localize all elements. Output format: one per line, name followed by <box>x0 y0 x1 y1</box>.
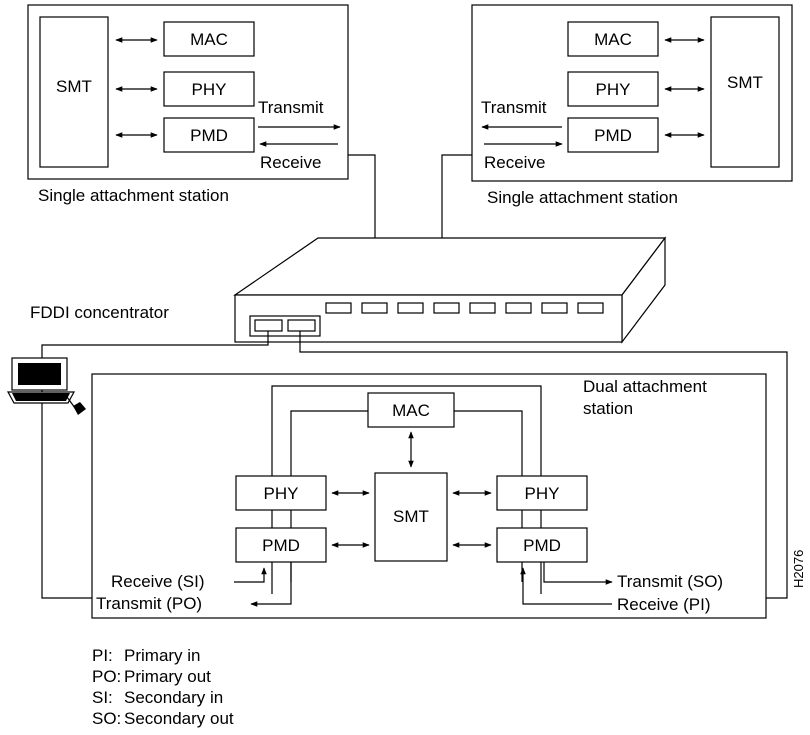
das-phy-right-box <box>496 475 588 511</box>
legend-abbr-pi: PI: <box>92 646 113 665</box>
sas-right-caption: Single attachment station <box>487 188 678 207</box>
legend-abbr-po: PO: <box>92 667 121 686</box>
das-title-line2: station <box>583 399 633 418</box>
concentrator-dual-port-a <box>254 319 283 332</box>
das-receive-si-label: Receive (SI) <box>111 572 205 591</box>
concentrator-port-4 <box>433 302 460 314</box>
sas-right-smt-box <box>710 16 780 168</box>
das-transmit-po-label: Transmit (PO) <box>96 594 202 613</box>
sas-right-mac-box <box>567 21 659 57</box>
sas-left-receive-label: Receive <box>260 153 321 172</box>
das-pmd-right-box <box>496 527 588 563</box>
das-phy-right-label: PHY <box>525 484 560 503</box>
workstation-screen-icon <box>18 363 61 385</box>
sas-left-smt-box <box>39 16 109 168</box>
das-smt-box <box>374 472 448 562</box>
sas-right-phy-label: PHY <box>596 80 631 99</box>
das-transmit-po-arrow <box>250 562 292 607</box>
sas-left-pmd-label: PMD <box>190 126 228 145</box>
sas-left-mac-label: MAC <box>190 30 228 49</box>
sas-left-phy-label: PHY <box>192 80 227 99</box>
das-smt-label: SMT <box>393 507 429 526</box>
das-phy-left-label: PHY <box>264 484 299 503</box>
figure-id: H2076 <box>791 550 806 588</box>
das-receive-si-arrow <box>234 567 267 583</box>
sas-left-phy-box <box>163 71 255 107</box>
sas-left-mac-box <box>163 21 255 57</box>
legend-abbr-so: SO: <box>92 709 121 728</box>
sas-left-pmd-box <box>163 117 255 153</box>
das-title-line1: Dual attachment <box>583 377 707 396</box>
concentrator-port-7 <box>541 302 568 314</box>
sas-right-transmit-label: Transmit <box>481 98 547 117</box>
concentrator-port-6 <box>505 302 532 314</box>
das-mac-label: MAC <box>392 401 430 420</box>
fddi-concentrator <box>233 236 667 344</box>
legend-abbr-si: SI: <box>92 688 113 707</box>
legend: PI: Primary in PO: Primary out SI: Secon… <box>92 646 234 728</box>
concentrator-port-3 <box>397 302 424 314</box>
das-transmit-so-arrow <box>543 562 613 585</box>
das-phy-left-box <box>235 475 327 511</box>
das-pmd-left-box <box>235 527 327 563</box>
sas-right-pmd-label: PMD <box>594 126 632 145</box>
sas-left-caption: Single attachment station <box>38 186 229 205</box>
concentrator-port-2 <box>361 302 388 314</box>
workstation-icon <box>6 357 86 415</box>
das-pmd-left-label: PMD <box>262 536 300 555</box>
sas-right-receive-label: Receive <box>484 153 545 172</box>
das-receive-pi-label: Receive (PI) <box>617 595 711 614</box>
sas-right-phy-box <box>567 71 659 107</box>
ring-cable-outer-right <box>299 331 788 599</box>
sas-right: MAC PHY PMD SMT Transmit Receive <box>471 4 793 182</box>
sas-right-mac-label: MAC <box>594 30 632 49</box>
sas-right-smt-label: SMT <box>727 73 763 92</box>
concentrator-label: FDDI concentrator <box>30 303 169 322</box>
das-receive-pi-arrow <box>520 567 612 605</box>
das-transmit-so-label: Transmit (SO) <box>617 572 723 591</box>
concentrator-dual-port-b <box>287 319 316 332</box>
concentrator-port-5 <box>469 302 496 314</box>
workstation-mouse-icon <box>73 402 86 415</box>
sas-left-smt-label: SMT <box>56 77 92 96</box>
sas-right-pmd-box <box>567 117 659 153</box>
legend-text-si: Secondary in <box>124 688 223 707</box>
concentrator-port-8 <box>577 302 604 314</box>
legend-text-po: Primary out <box>124 667 211 686</box>
das-mac-box <box>367 392 455 428</box>
workstation-keyboard-icon <box>12 393 70 401</box>
ring-cable-outer-left <box>41 331 269 599</box>
das-pmd-right-label: PMD <box>523 536 561 555</box>
sas-left: SMT MAC PHY PMD Transmit Receive <box>27 4 349 180</box>
dual-attachment-station: Dual attachment station MAC SMT PHY PMD … <box>91 373 767 619</box>
concentrator-top <box>233 237 667 296</box>
sas-left-transmit-label: Transmit <box>258 98 324 117</box>
concentrator-port-1 <box>325 302 352 314</box>
legend-text-so: Secondary out <box>124 709 234 728</box>
legend-text-pi: Primary in <box>124 646 201 665</box>
